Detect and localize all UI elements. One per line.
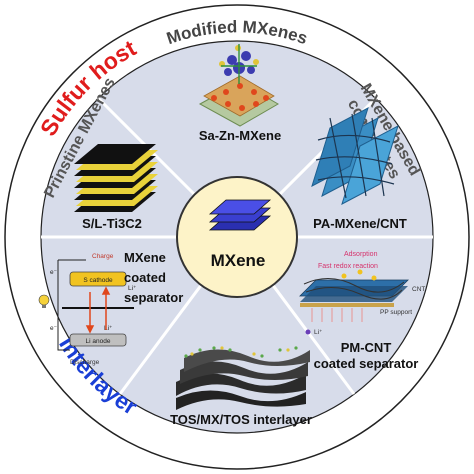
charge-label: Charge	[92, 253, 114, 260]
center-mxene-stack-icon	[208, 199, 272, 231]
battery-diagram: S cathode Li anode Charge Discharge e⁻ e…	[38, 253, 137, 366]
center-mxene-label: MXene	[211, 251, 266, 270]
pm-cnt-line2: coated separator	[314, 356, 419, 371]
tos-mx-tos-label: TOS/MX/TOS interlayer	[170, 412, 312, 427]
tos-mx-tos-illustration	[176, 346, 310, 410]
cathode-label: S cathode	[83, 277, 113, 284]
ti3c2-layer-stack	[74, 144, 158, 212]
separator-line3: separator	[124, 290, 183, 305]
anode-label: Li anode	[86, 338, 111, 345]
pa-mxene-cnt-illustration	[311, 106, 399, 206]
separator-line2: coated	[124, 270, 166, 285]
pa-mxene-cnt-label: PA-MXene/CNT	[313, 216, 407, 231]
cnt-label: CNT	[412, 286, 425, 293]
ti3c2-label: S/L-Ti3C2	[82, 216, 142, 231]
sa-zn-mxene-illustration	[198, 44, 279, 127]
li-ion-label-top: Li⁺	[128, 285, 137, 292]
li-ion-label-bottom: Li⁺	[104, 325, 113, 332]
fast-redox-label: Fast redox reaction	[318, 263, 378, 270]
center-circle	[176, 176, 298, 298]
adsorption-label: Adsorption	[344, 251, 378, 258]
electron-label-bottom: e⁻	[50, 325, 58, 332]
lightbulb-icon	[38, 294, 50, 308]
discharge-label: Discharge	[70, 359, 100, 366]
pm-cnt-diagram: Adsorption Fast redox reaction CNT PP su…	[299, 251, 425, 336]
separator-line1: MXene	[124, 250, 166, 265]
electron-label-top: e⁻	[50, 269, 58, 276]
pp-support-label: PP support	[380, 309, 412, 316]
pmcnt-li-ion-label: Li⁺	[314, 329, 323, 336]
sa-zn-mxene-label: Sa-Zn-MXene	[199, 128, 281, 143]
pm-cnt-line1: PM-CNT	[341, 340, 392, 355]
